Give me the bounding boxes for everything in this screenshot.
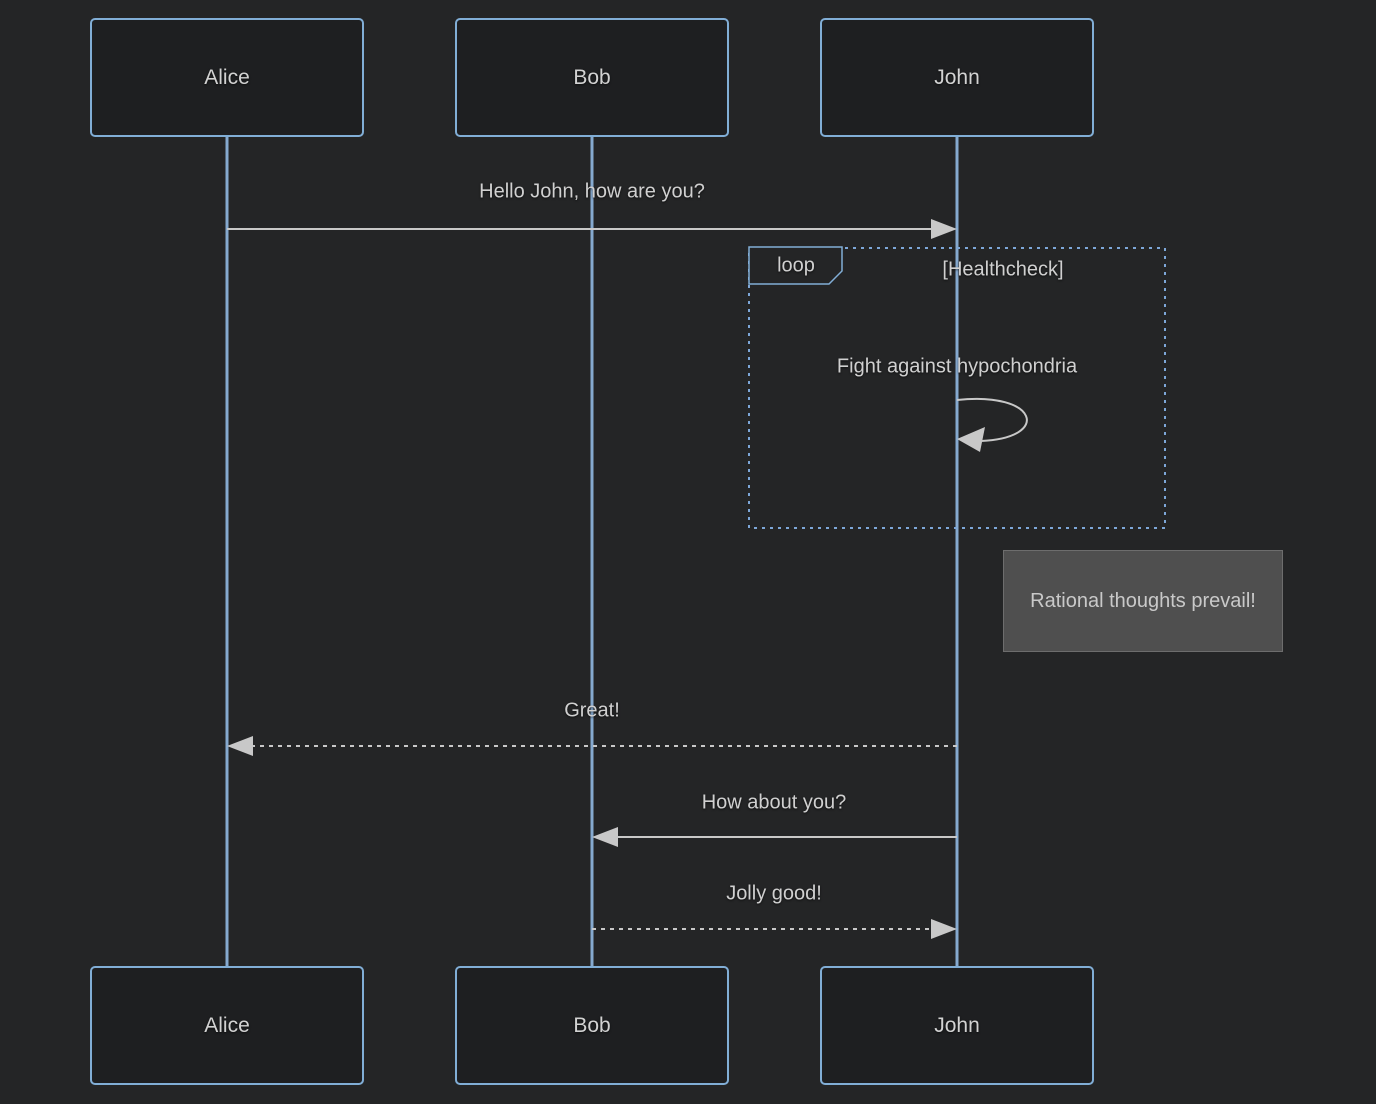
actor-label: Bob [573, 65, 611, 89]
message-label-hello: Hello John, how are you? [479, 180, 705, 203]
arrowhead-how-about-you [592, 827, 618, 847]
arrowhead-self-message [957, 427, 985, 452]
loop-label-box [748, 246, 843, 285]
actor-top-john: John [820, 18, 1094, 137]
message-label-jolly-good: Jolly good! [726, 882, 822, 905]
actor-bottom-john: John [820, 966, 1094, 1085]
actor-label: John [934, 1013, 980, 1037]
actor-label: Alice [204, 1013, 250, 1037]
arrowhead-jolly-good [931, 919, 957, 939]
note-text: Rational thoughts prevail! [1030, 589, 1256, 612]
message-label-great: Great! [564, 699, 620, 722]
note-box: Rational thoughts prevail! [1003, 550, 1283, 652]
arrowhead-hello [931, 219, 957, 239]
loop-label: loop [777, 254, 815, 277]
message-label-how-about-you: How about you? [701, 791, 847, 814]
actor-label: Alice [204, 65, 250, 89]
actor-bottom-alice: Alice [90, 966, 364, 1085]
actor-top-alice: Alice [90, 18, 364, 137]
actor-label: Bob [573, 1013, 611, 1037]
arrowhead-great [227, 736, 253, 756]
loop-frame [748, 247, 1166, 529]
loop-condition-label: [Healthcheck] [942, 258, 1064, 281]
actor-bottom-bob: Bob [455, 966, 729, 1085]
actor-label: John [934, 65, 980, 89]
message-label-self: Fight against hypochondria [836, 355, 1078, 378]
actor-top-bob: Bob [455, 18, 729, 137]
self-message-arc [956, 397, 1028, 442]
